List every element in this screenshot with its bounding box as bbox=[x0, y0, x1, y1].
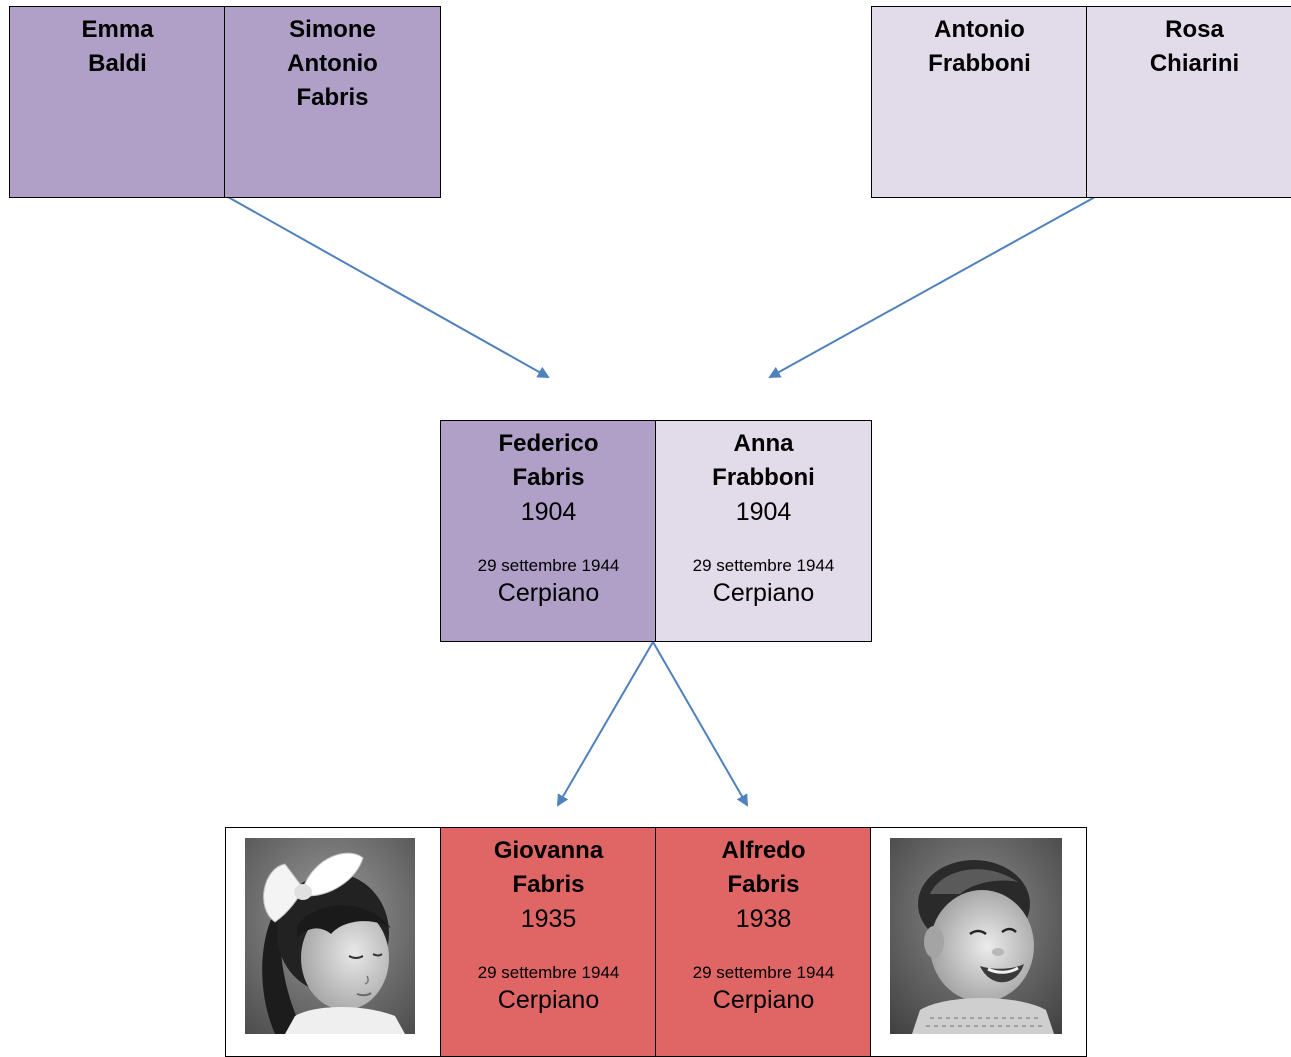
child-alfredo-fabris: Alfredo Fabris 1938 29 settembre 1944 Ce… bbox=[655, 827, 872, 1057]
smiling-toddler-boy-photo bbox=[890, 838, 1062, 1034]
death-place: Cerpiano bbox=[497, 986, 600, 1014]
arrow-parents-to-alfredo bbox=[652, 641, 748, 807]
death-date: 29 settembre 1944 bbox=[477, 963, 620, 982]
person-name: Alfredo Fabris bbox=[721, 837, 806, 898]
arrow-parents-to-giovanna bbox=[556, 641, 654, 807]
birth-year: 1938 bbox=[735, 905, 792, 933]
birth-year: 1935 bbox=[520, 905, 577, 933]
child-giovanna-fabris: Giovanna Fabris 1935 29 settembre 1944 C… bbox=[440, 827, 657, 1057]
birth-year: 1904 bbox=[735, 498, 792, 526]
person-name: Rosa Chiarini bbox=[1149, 16, 1240, 77]
person-name: Giovanna Fabris bbox=[493, 837, 604, 898]
person-name: Antonio Frabboni bbox=[928, 16, 1031, 77]
person-name: Emma Baldi bbox=[81, 16, 154, 77]
death-date: 29 settembre 1944 bbox=[692, 556, 835, 575]
grandparent-rosa-chiarini: Rosa Chiarini bbox=[1086, 6, 1291, 198]
person-name: Anna Frabboni bbox=[712, 430, 815, 491]
death-date: 29 settembre 1944 bbox=[477, 556, 620, 575]
parent-federico-fabris: Federico Fabris 1904 29 settembre 1944 C… bbox=[440, 420, 657, 642]
death-place: Cerpiano bbox=[712, 986, 815, 1014]
death-place: Cerpiano bbox=[712, 579, 815, 607]
death-place: Cerpiano bbox=[497, 579, 600, 607]
girl-with-hair-bow-photo bbox=[245, 838, 415, 1034]
arrow-maternal-to-anna bbox=[768, 196, 1096, 378]
grandparent-simone-antonio-fabris: Simone Antonio Fabris bbox=[224, 6, 441, 198]
birth-year: 1904 bbox=[520, 498, 577, 526]
person-name: Simone Antonio Fabris bbox=[287, 16, 378, 111]
arrow-paternal-to-federico bbox=[227, 196, 550, 378]
parent-anna-frabboni: Anna Frabboni 1904 29 settembre 1944 Cer… bbox=[655, 420, 872, 642]
grandparent-emma-baldi: Emma Baldi bbox=[9, 6, 226, 198]
grandparent-antonio-frabboni: Antonio Frabboni bbox=[871, 6, 1088, 198]
death-date: 29 settembre 1944 bbox=[692, 963, 835, 982]
person-name: Federico Fabris bbox=[498, 430, 599, 491]
